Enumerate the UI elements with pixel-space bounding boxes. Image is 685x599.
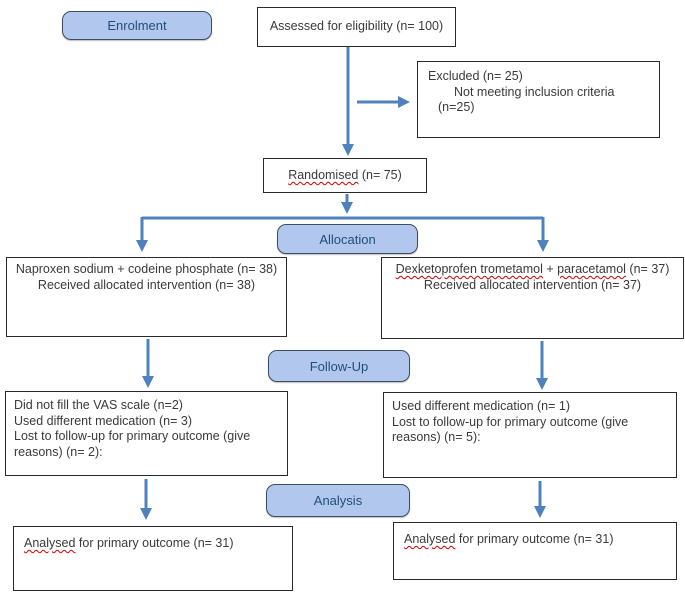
allocation-right-line1: Dexketoprofen trometamol + paracetamol (…	[382, 262, 683, 278]
analysed-right-box: Analysed for primary outcome (n= 31)	[393, 522, 677, 580]
allocation-right-drug2: paracetamol	[557, 262, 626, 276]
followup-right-line2: Lost to follow-up for primary outcome (g…	[392, 414, 629, 445]
followup-left-line2: Used different medication (n= 3)	[14, 413, 192, 428]
followup-right-line1: Used different medication (n= 1)	[392, 399, 570, 413]
analysed-right-text: Analysed for primary outcome (n= 31)	[404, 532, 613, 546]
analysed-left-rest: for primary outcome (n= 31)	[75, 536, 234, 550]
randomised-box: Randomised (n= 75)	[263, 158, 427, 193]
allocation-left-line1: Naproxen sodium + codeine phosphate (n= …	[15, 262, 278, 276]
band-analysis-label: Analysis	[313, 493, 363, 508]
band-analysis: Analysis	[266, 484, 410, 517]
analysed-left-text: Analysed for primary outcome (n= 31)	[24, 536, 233, 550]
allocation-right-plus: +	[542, 262, 558, 276]
followup-left-box: Did not fill the VAS scale (n=2) Used di…	[5, 391, 288, 476]
band-enrolment: Enrolment	[62, 11, 212, 40]
allocation-left-box: Naproxen sodium + codeine phosphate (n= …	[6, 257, 287, 337]
band-allocation: Allocation	[277, 224, 418, 254]
followup-left-line1: Did not fill the VAS scale (n=2)	[14, 398, 183, 412]
randomised-word: Randomised	[288, 167, 359, 182]
excluded-line2: Not meeting inclusion criteria	[454, 84, 615, 99]
excluded-line1: Excluded (n= 25)	[428, 69, 523, 83]
allocation-right-drug1: Dexketoprofen trometamol	[395, 262, 543, 276]
analysed-left-word: Analysed	[24, 536, 76, 550]
followup-right-box: Used different medication (n= 1) Lost to…	[383, 392, 677, 478]
assessed-box: Assessed for eligibility (n= 100)	[257, 7, 456, 47]
analysed-right-rest: for primary outcome (n= 31)	[455, 532, 614, 546]
allocation-right-rest: (n= 37)	[625, 262, 670, 276]
excluded-line3: (n=25)	[438, 100, 475, 114]
band-followup: Follow-Up	[268, 350, 410, 382]
allocation-left-line2: Received allocated intervention (n= 38)	[37, 277, 256, 292]
randomised-text: Randomised (n= 75)	[288, 168, 402, 184]
assessed-text: Assessed for eligibility (n= 100)	[269, 19, 444, 34]
band-allocation-label: Allocation	[319, 231, 376, 247]
allocation-right-line2: Received allocated intervention (n= 37)	[423, 277, 642, 292]
analysed-right-word: Analysed	[404, 532, 456, 546]
band-followup-label: Follow-Up	[309, 358, 369, 374]
followup-left-line3: Lost to follow-up for primary outcome (g…	[14, 429, 251, 459]
randomised-rest: (n= 75)	[358, 167, 402, 182]
excluded-box: Excluded (n= 25) Not meeting inclusion c…	[417, 61, 660, 138]
analysed-left-box: Analysed for primary outcome (n= 31)	[13, 526, 293, 591]
band-enrolment-label: Enrolment	[107, 18, 167, 33]
allocation-right-box: Dexketoprofen trometamol + paracetamol (…	[381, 257, 684, 339]
